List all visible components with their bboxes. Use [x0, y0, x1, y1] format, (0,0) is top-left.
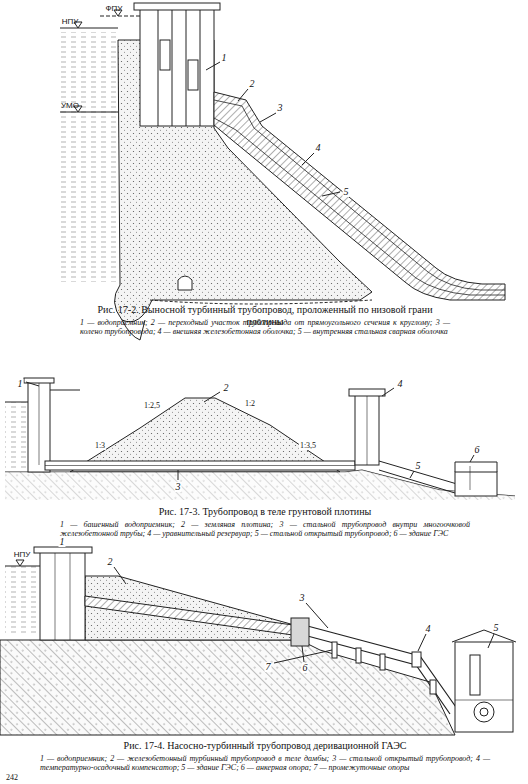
fig-17-3: [5, 378, 515, 500]
callout-number: 5: [493, 623, 500, 633]
fig-17-2: [60, 3, 505, 340]
callout-number: 2: [249, 79, 256, 89]
callout-number: 4: [315, 143, 322, 153]
callout-number: 3: [277, 103, 284, 113]
callout-number: 6: [474, 445, 481, 455]
callout-number: 7: [265, 662, 272, 672]
callout-number: 3: [299, 593, 306, 603]
callout-number: 5: [415, 461, 422, 471]
figure-caption: Рис. 17-3. Трубопровод в теле грунтовой …: [80, 506, 450, 518]
fig-17-4: [0, 547, 516, 735]
callout-number: 2: [223, 383, 230, 393]
slope-label: 1:3: [94, 442, 106, 450]
slope-label: 1:2: [244, 400, 256, 408]
water-level-label: НПУ: [62, 18, 79, 26]
slope-label: 1:2,5: [143, 402, 161, 410]
callout-number: 3: [175, 482, 182, 492]
callout-number: 6: [302, 663, 309, 673]
callout-number: 4: [397, 379, 404, 389]
callout-number: 5: [343, 187, 350, 197]
water-level-label: УМО: [61, 102, 79, 110]
callout-number: 2: [107, 557, 114, 567]
page-number: 242: [6, 774, 18, 782]
slope-label: 1:3,5: [299, 442, 317, 450]
water-level-label: НПУ: [14, 551, 31, 559]
figure-legend: 1 — водоприемник; 2 — переходный участок…: [80, 318, 450, 336]
callout-number: 4: [425, 624, 432, 634]
figure-legend: 1 — башенный водоприемник; 2 — земляная …: [60, 520, 470, 538]
callout-number: 1: [17, 379, 24, 389]
callout-number: 1: [59, 537, 66, 547]
callout-number: 1: [221, 53, 228, 63]
water-level-label: ФПУ: [106, 5, 123, 13]
figure-legend: 1 — водоприемник; 2 — железобетонный тур…: [40, 754, 490, 772]
figure-caption: Рис. 17-4. Насосно-турбинный трубопровод…: [80, 740, 450, 752]
